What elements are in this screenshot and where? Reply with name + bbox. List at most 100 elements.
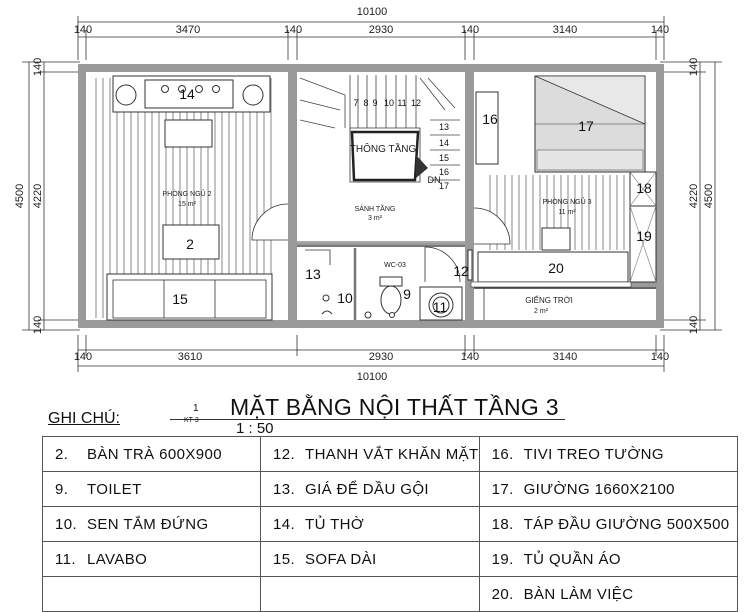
tag-bed: 17 bbox=[578, 118, 594, 134]
dim-left-3: 140 bbox=[32, 316, 44, 334]
sheet-reference: KT-3 bbox=[184, 417, 199, 424]
tag-nightstand: 18 bbox=[636, 180, 652, 196]
bedroom2-door bbox=[251, 203, 289, 241]
hall-area: 3 m² bbox=[368, 215, 383, 222]
dim-top-3: 140 bbox=[284, 24, 302, 36]
drawing-title: MẶT BẰNG NỘI THẤT TẦNG 3 bbox=[230, 394, 559, 420]
bottom-dimensions bbox=[77, 335, 665, 372]
title-underline bbox=[170, 419, 565, 420]
tag-tea-table: 2 bbox=[186, 236, 194, 252]
legend-cell: 15.SOFA DÀI bbox=[260, 541, 480, 577]
stair-step-13: 13 bbox=[439, 122, 449, 132]
legend-cell: 2.BÀN TRÀ 600X900 bbox=[42, 436, 261, 472]
void-label: THÔNG TẦNG bbox=[350, 142, 417, 155]
tag-towel-bar: 12 bbox=[453, 263, 469, 279]
legend-row: 20.BÀN LÀM VIỆC bbox=[42, 576, 738, 612]
legend-cell: 10.SEN TẮM ĐỨNG bbox=[42, 506, 261, 542]
wc-door bbox=[424, 246, 461, 283]
tag-lavabo: 11 bbox=[433, 299, 448, 315]
altar-table bbox=[164, 119, 213, 148]
legend-cell bbox=[260, 576, 480, 612]
bedroom2-name: PHÒNG NGỦ 2 bbox=[162, 189, 211, 198]
legend-cell: 13.GIÁ ĐỂ DẦU GỘI bbox=[260, 471, 480, 507]
legend-cell: 20.BÀN LÀM VIỆC bbox=[478, 576, 738, 612]
wall-tv bbox=[475, 91, 499, 165]
dim-left-total: 4500 bbox=[14, 184, 26, 208]
drawing-scale: 1 : 50 bbox=[236, 420, 274, 437]
tea-table bbox=[162, 224, 220, 260]
dim-bottom-6: 140 bbox=[651, 351, 669, 363]
dim-right-total: 4500 bbox=[703, 184, 715, 208]
sheet-number: 1 bbox=[193, 403, 199, 414]
skylight-name: GIẾNG TRỜI bbox=[525, 295, 573, 305]
bedroom2-area: 15 m² bbox=[178, 201, 197, 208]
dim-left-2: 4220 bbox=[32, 184, 44, 208]
legend-row: 11.LAVABO 15.SOFA DÀI 19.TỦ QUẦN ÁO bbox=[42, 541, 738, 577]
dim-bottom-3: 2930 bbox=[369, 351, 393, 363]
stair-area bbox=[299, 75, 460, 181]
legend-cell: 9.TOILET bbox=[42, 471, 261, 507]
legend-row: 9.TOILET 13.GIÁ ĐỂ DẦU GỘI 17.GIƯỜNG 166… bbox=[42, 471, 738, 507]
stair-step-15: 15 bbox=[439, 153, 449, 163]
stair-step-14: 14 bbox=[439, 138, 449, 148]
stair-step-8: 8 bbox=[363, 98, 368, 108]
tag-tv: 16 bbox=[482, 111, 498, 127]
legend-cell bbox=[42, 576, 261, 612]
legend-cell: 19.TỦ QUẦN ÁO bbox=[478, 541, 738, 577]
legend-table: 2.BÀN TRÀ 600X900 12.THANH VẮT KHĂN MẶT … bbox=[42, 436, 738, 612]
skylight-area: 2 m² bbox=[534, 308, 549, 315]
dim-right-3: 140 bbox=[688, 316, 700, 334]
tag-toilet: 9 bbox=[403, 286, 411, 302]
dim-top-7: 140 bbox=[651, 24, 669, 36]
void-corner bbox=[416, 155, 428, 178]
floor-plan: 10100 140 3470 140 2930 140 3140 140 140… bbox=[14, 6, 722, 383]
tag-shampoo-shelf: 13 bbox=[305, 266, 321, 282]
stair-step-7: 7 bbox=[353, 98, 358, 108]
stair-step-10: 10 bbox=[384, 98, 394, 108]
legend-row: 2.BÀN TRÀ 600X900 12.THANH VẮT KHĂN MẶT … bbox=[42, 436, 738, 472]
toilet-bowl bbox=[380, 285, 402, 315]
dim-bottom-total: 10100 bbox=[357, 371, 388, 383]
stair-direction: DN bbox=[428, 175, 441, 185]
tag-desk: 20 bbox=[548, 260, 564, 276]
tag-shower: 10 bbox=[337, 290, 353, 306]
altar-lamp-right bbox=[242, 84, 264, 106]
void-railing bbox=[350, 130, 420, 182]
stair-step-17: 17 bbox=[439, 181, 449, 191]
dim-top-5: 140 bbox=[461, 24, 479, 36]
stair-step-12: 12 bbox=[411, 98, 421, 108]
wc-label: WC-03 bbox=[384, 262, 406, 269]
bedroom3-area: 11 m² bbox=[558, 209, 576, 216]
skylight-floor bbox=[474, 287, 656, 320]
legend-row: 10.SEN TẮM ĐỨNG 14.TỦ THỜ 18.TÁP ĐẦU GIƯ… bbox=[42, 506, 738, 542]
dim-bottom-5: 3140 bbox=[553, 351, 577, 363]
desk-chair bbox=[541, 227, 571, 251]
shower-head bbox=[322, 294, 330, 302]
dim-left-1: 140 bbox=[32, 58, 44, 76]
bedroom3-name: PHÒNG NGỦ 3 bbox=[542, 197, 591, 206]
dim-bottom-4: 140 bbox=[461, 351, 479, 363]
toilet-tank bbox=[379, 276, 403, 287]
legend-cell: 16.TIVI TREO TƯỜNG bbox=[478, 436, 738, 472]
bedroom2-floor-pattern bbox=[95, 78, 272, 318]
dim-top-1: 140 bbox=[74, 24, 92, 36]
stair-step-11: 11 bbox=[397, 98, 406, 108]
tag-wardrobe: 19 bbox=[636, 228, 652, 244]
legend-cell: 11.LAVABO bbox=[42, 541, 261, 577]
legend-cell: 17.GIƯỜNG 1660X2100 bbox=[478, 471, 738, 507]
top-dimensions bbox=[77, 16, 665, 60]
altar-lamp-left bbox=[115, 84, 137, 106]
dim-bottom-1: 140 bbox=[74, 351, 92, 363]
notes-label: GHI CHÚ: bbox=[48, 410, 120, 427]
legend-cell: 18.TÁP ĐẦU GIƯỜNG 500X500 bbox=[478, 506, 738, 542]
dim-top-2: 3470 bbox=[176, 24, 200, 36]
side-dimensions bbox=[22, 61, 722, 331]
altar-top bbox=[144, 79, 234, 109]
stair-step-9: 9 bbox=[372, 98, 377, 108]
dim-top-4: 2930 bbox=[369, 24, 393, 36]
legend-cell: 14.TỦ THỜ bbox=[260, 506, 480, 542]
bedroom3-door bbox=[473, 207, 511, 245]
tag-altar: 14 bbox=[179, 86, 195, 102]
dim-right-1: 140 bbox=[688, 58, 700, 76]
hall-name: SẢNH TẦNG bbox=[355, 203, 396, 213]
